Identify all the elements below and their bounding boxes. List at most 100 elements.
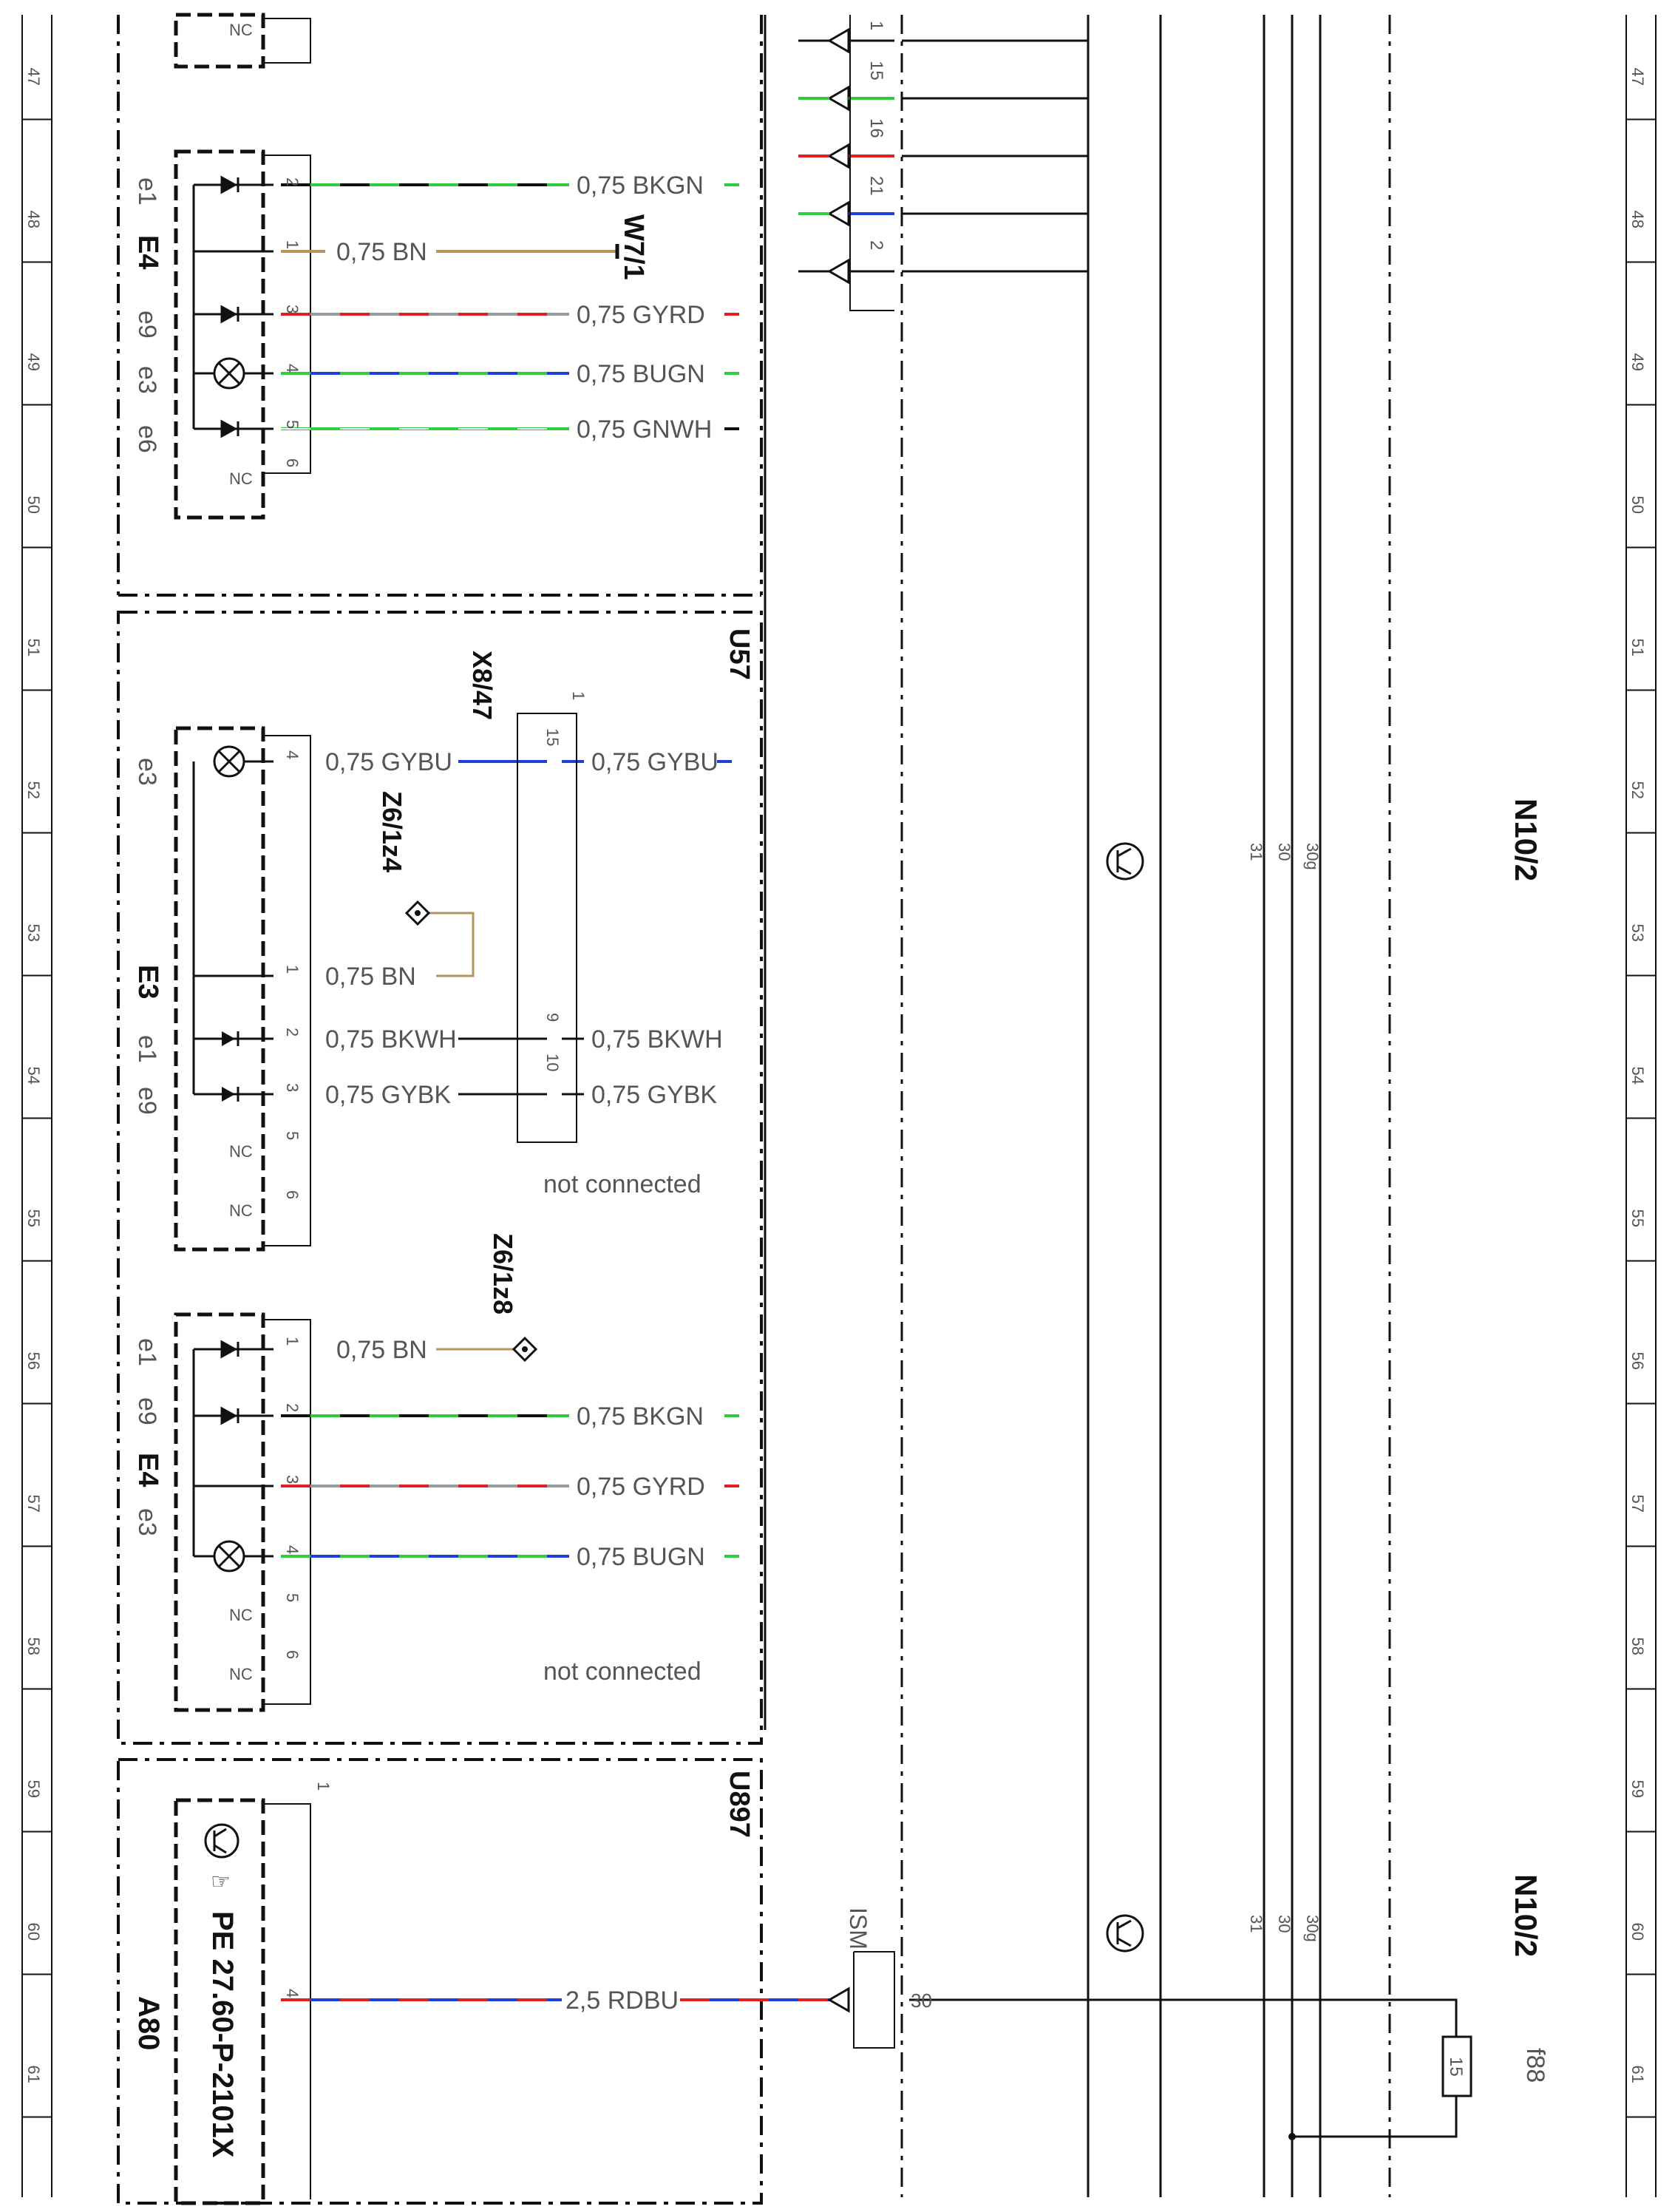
control-unit-icon (1106, 842, 1144, 881)
reference-icon: ☞ (211, 1870, 231, 1894)
svg-text:3: 3 (283, 305, 302, 313)
svg-text:1: 1 (283, 965, 302, 974)
ruler-number: 48 (1628, 211, 1647, 228)
ruler-number: 49 (1628, 353, 1647, 371)
component-label: E4 (132, 235, 163, 269)
svg-text:16: 16 (866, 118, 886, 138)
component-label: E3 (132, 965, 163, 999)
svg-text:5: 5 (283, 1593, 302, 1602)
wire-label: 0,75 BN (336, 238, 427, 266)
control-unit-icon (1106, 1914, 1144, 1953)
block-u57: U57 X8/47 1 15 9 10 Z6/1z4 4 (132, 628, 755, 1220)
ruler-number: 51 (1628, 639, 1647, 657)
component-label: e3 (133, 758, 161, 786)
grid-ruler-right (1625, 15, 1657, 2197)
ruler-number: 61 (1628, 2066, 1647, 2083)
component-label: A80 (132, 1996, 165, 2050)
svg-text:21: 21 (866, 176, 886, 196)
ruler-number: 56 (24, 1352, 43, 1370)
connector-label: X8/47 (467, 651, 497, 720)
component-boxes (174, 13, 265, 2205)
pin-bracket-lines (263, 18, 311, 2199)
block-u897: U897 1 4 2,5 RDBU ☞ PE 27.60-P-2101X A80 (132, 1771, 835, 2158)
svg-text:3: 3 (283, 1083, 302, 1092)
ground-ref: W7/1 (618, 214, 649, 280)
wire-label: 0,75 GYBK (591, 1081, 717, 1109)
harness-boundary-lines (764, 15, 1391, 2197)
module-label: N10/2 (1509, 798, 1543, 881)
nc-label-top: NC (229, 21, 253, 39)
ruler-number: 61 (24, 2066, 43, 2083)
component-label: e1 (133, 1338, 161, 1366)
splice-label: Z6/1z4 (377, 791, 407, 872)
terminal-label: 31 (1247, 1915, 1265, 1933)
ruler-number: 56 (1628, 1352, 1647, 1370)
ruler-number: 53 (1628, 924, 1647, 942)
component-label: e6 (133, 425, 161, 453)
module-label: N10/2 (1509, 1874, 1543, 1957)
svg-text:10: 10 (543, 1054, 562, 1071)
svg-text:2: 2 (283, 1028, 302, 1037)
ruler-number: 58 (1628, 1638, 1647, 1655)
svg-text:NC: NC (229, 469, 253, 488)
svg-text:1: 1 (569, 691, 588, 700)
component-label: e9 (133, 311, 161, 339)
svg-text:9: 9 (543, 1013, 562, 1022)
component-label: e9 (133, 1397, 161, 1425)
svg-text:4: 4 (283, 364, 302, 373)
svg-text:1: 1 (314, 1782, 333, 1791)
component-label: E4 (132, 1453, 163, 1487)
ruler-number: 50 (1628, 496, 1647, 514)
svg-text:4: 4 (283, 750, 302, 759)
wire-label: 0,75 BUGN (577, 1543, 705, 1571)
terminal-label: 30g (1303, 843, 1322, 870)
svg-text:2: 2 (283, 1403, 302, 1412)
wire-label: 0,75 BN (325, 963, 416, 991)
wire-label: 0,75 GYRD (577, 1473, 705, 1501)
grid-ruler-left (21, 15, 52, 2197)
ruler-number: 47 (24, 68, 43, 86)
ruler-number: 59 (1628, 1780, 1647, 1798)
svg-text:4: 4 (283, 1545, 302, 1554)
fuse-label: f88 (1521, 2048, 1549, 2083)
svg-text:NC: NC (229, 1606, 253, 1624)
svg-text:6: 6 (283, 1650, 302, 1659)
svg-text:5: 5 (283, 420, 302, 429)
ruler-number: 57 (1628, 1495, 1647, 1513)
reference-label: PE 27.60-P-2101X (206, 1911, 239, 2158)
terminal-label: 31 (1247, 843, 1265, 861)
component-label: e9 (133, 1087, 161, 1115)
block-id: U897 (724, 1771, 755, 1838)
connector-right: 1 15 16 21 2 ISM 30 (798, 15, 1390, 2049)
wire-label: 0,75 BN (336, 1336, 427, 1364)
ruler-number: 47 (1628, 68, 1647, 86)
wire-label: 0,75 BKGN (577, 172, 704, 200)
ruler-number: 58 (24, 1638, 43, 1655)
block-borders (117, 15, 763, 2205)
wire-label: 0,75 BKWH (591, 1025, 723, 1054)
ism-label: ISM (845, 1907, 872, 1950)
splice-label: Z6/1z8 (488, 1233, 518, 1314)
block-top-e4: 2 1 3 4 5 6 NC 0,75 BKGN 0,75 BN 0,75 GY… (132, 172, 739, 488)
ruler-number: 50 (24, 496, 43, 514)
svg-text:1: 1 (866, 21, 886, 30)
svg-text:15: 15 (866, 61, 886, 81)
svg-text:3: 3 (283, 1475, 302, 1484)
svg-text:NC: NC (229, 1142, 253, 1161)
not-connected-label: not connected (543, 1170, 701, 1198)
svg-text:1: 1 (283, 1337, 302, 1346)
block-id: U57 (724, 628, 755, 680)
terminal-label: 30 (1275, 1915, 1294, 1933)
svg-text:4: 4 (283, 1989, 302, 1998)
svg-text:6: 6 (283, 458, 302, 467)
ruler-number: 48 (24, 211, 43, 228)
svg-text:2: 2 (283, 177, 302, 186)
ruler-number: 52 (24, 781, 43, 799)
terminal-label: 30 (1275, 843, 1294, 861)
ruler-number: 54 (1628, 1067, 1647, 1085)
svg-text:1: 1 (283, 240, 302, 249)
control-unit-icon (204, 1823, 239, 1859)
ruler-number: 55 (1628, 1210, 1647, 1227)
